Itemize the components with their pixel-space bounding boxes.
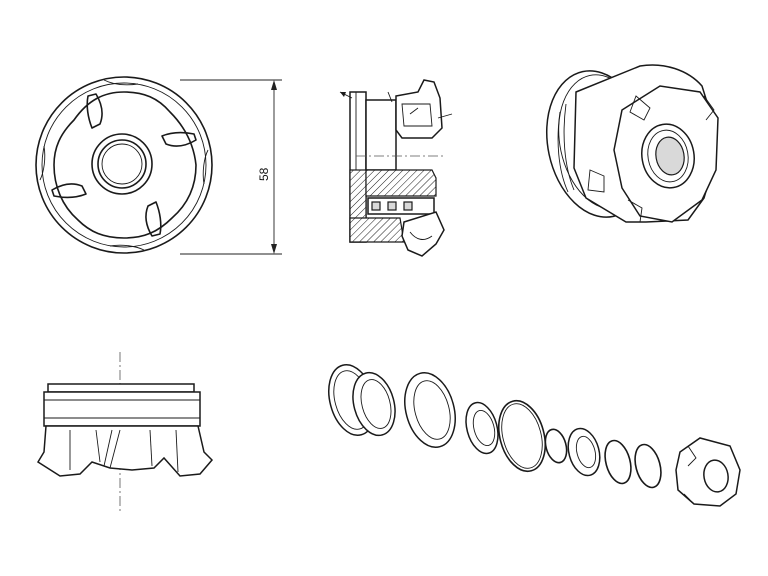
front-view [35,76,213,254]
exploded-view [328,364,741,507]
dimension-58: 58 [180,79,282,255]
dimension-label: 58 [257,167,271,181]
side-view [36,352,214,512]
section-view [339,79,453,257]
isometric-view [545,64,719,223]
